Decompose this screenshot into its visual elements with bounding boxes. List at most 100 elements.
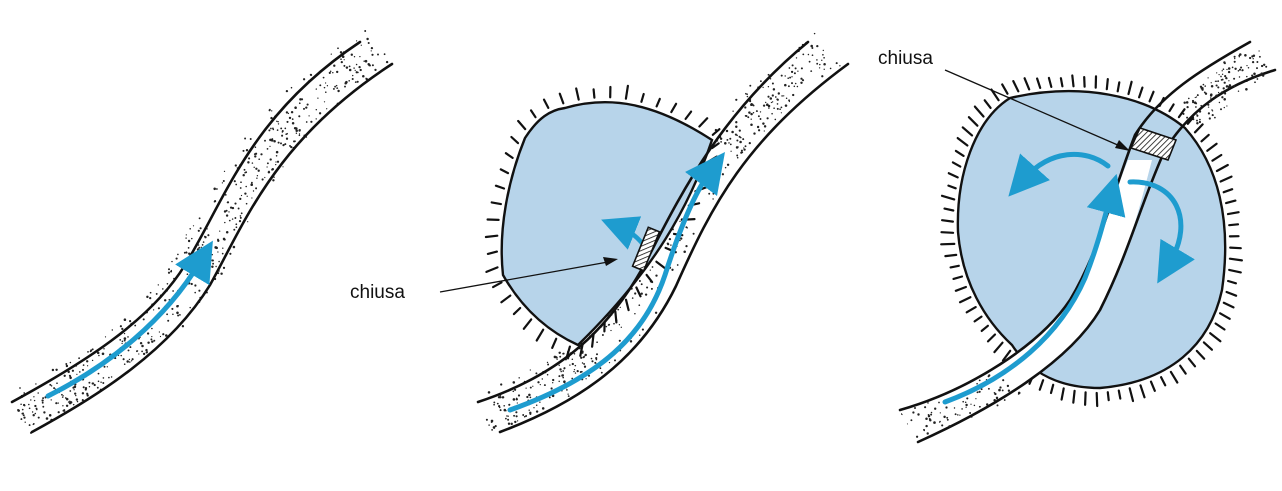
stipple-dot	[171, 308, 173, 310]
stipple-dot	[97, 387, 99, 389]
stipple-dot	[112, 329, 113, 330]
stipple-dot	[602, 334, 604, 336]
stipple-dot	[1257, 78, 1259, 80]
stipple-dot	[258, 158, 260, 160]
stipple-dot	[276, 155, 278, 157]
stipple-dot	[750, 124, 753, 127]
stipple-dot	[269, 109, 271, 111]
stipple-dot	[510, 423, 512, 425]
stipple-dot	[572, 363, 574, 365]
stipple-dot	[188, 240, 190, 242]
stipple-dot	[299, 133, 300, 134]
stipple-dot	[286, 90, 288, 92]
stipple-dot	[41, 399, 43, 401]
shore-tick	[501, 296, 510, 303]
shore-tick	[537, 330, 544, 341]
stipple-dot	[344, 82, 347, 85]
stipple-dot	[764, 130, 765, 131]
stipple-dot	[241, 212, 243, 214]
shore-tick	[1230, 248, 1241, 249]
stipple-dot	[240, 181, 242, 183]
stipple-dot	[1207, 77, 1208, 78]
stipple-dot	[72, 370, 74, 372]
stipple-dot	[248, 157, 250, 159]
stipple-dot	[1204, 85, 1206, 87]
stipple-dot	[213, 188, 216, 191]
stipple-dot	[185, 237, 186, 238]
stipple-dot	[89, 386, 90, 387]
stipple-dot	[159, 331, 160, 332]
stipple-dot	[642, 329, 644, 331]
stipple-dot	[518, 377, 519, 378]
stipple-dot	[774, 119, 776, 121]
stipple-dot	[787, 77, 789, 79]
stipple-dot	[802, 79, 804, 81]
stipple-dot	[516, 398, 517, 399]
stipple-dot	[767, 117, 769, 119]
shore-tick	[1216, 324, 1225, 330]
stipple-dot	[343, 65, 345, 67]
stipple-dot	[351, 54, 353, 56]
stipple-dot	[634, 292, 636, 294]
shore-tick	[1161, 377, 1165, 385]
stipple-dot	[737, 157, 739, 159]
stipple-dot	[499, 407, 501, 409]
stipple-dot	[168, 272, 170, 274]
stipple-dot	[1253, 55, 1255, 57]
stipple-dot	[1203, 84, 1205, 86]
stipple-dot	[974, 405, 976, 407]
shore-tick	[488, 252, 497, 254]
panel-bypass-weir	[900, 42, 1275, 442]
stipple-dot	[927, 402, 929, 404]
stipple-dot	[324, 101, 325, 102]
shore-tick	[953, 162, 960, 166]
stipple-dot	[289, 117, 291, 119]
stipple-dot	[621, 327, 622, 328]
stipple-dot	[358, 66, 360, 68]
stipple-dot	[556, 359, 557, 360]
stipple-dot	[360, 69, 362, 71]
shore-tick	[544, 100, 548, 108]
stipple-dot	[1224, 92, 1226, 94]
stipple-dot	[38, 417, 40, 419]
stipple-dot	[327, 85, 328, 86]
stipple-dot	[377, 54, 379, 56]
stipple-dot	[172, 314, 174, 316]
stipple-dot	[25, 422, 26, 423]
stipple-dot	[988, 388, 990, 390]
stipple-dot	[966, 397, 968, 399]
stipple-dot	[356, 64, 358, 66]
stipple-dot	[49, 384, 51, 386]
stipple-dot	[235, 184, 237, 186]
stipple-dot	[1240, 66, 1242, 68]
shore-tick	[1150, 92, 1154, 102]
stipple-dot	[281, 135, 283, 137]
stipple-dot	[567, 393, 568, 394]
stipple-dot	[126, 360, 129, 363]
stipple-dot	[1004, 399, 1006, 401]
shore-tick	[969, 117, 978, 126]
stipple-dot	[1208, 112, 1210, 114]
stipple-dot	[151, 336, 152, 337]
stipple-dot	[1265, 66, 1267, 68]
stipple-dot	[747, 116, 749, 118]
stipple-dot	[198, 290, 200, 292]
stipple-dot	[998, 389, 1001, 392]
stipple-dot	[235, 223, 237, 225]
stipple-dot	[153, 340, 155, 342]
shore-tick	[1224, 189, 1233, 192]
stipple-dot	[30, 399, 31, 400]
shore-tick	[1220, 313, 1230, 319]
stipple-dot	[669, 238, 671, 240]
shore-tick	[975, 317, 982, 322]
stipple-dot	[537, 381, 539, 383]
stipple-dot	[965, 407, 966, 408]
stipple-dot	[369, 65, 370, 66]
stipple-dot	[108, 377, 110, 379]
stipple-dot	[206, 257, 207, 258]
stipple-dot	[547, 374, 549, 376]
stipple-dot	[337, 90, 339, 92]
stipple-dot	[772, 101, 773, 102]
stipple-dot	[1233, 85, 1235, 87]
stipple-dot	[355, 81, 357, 83]
